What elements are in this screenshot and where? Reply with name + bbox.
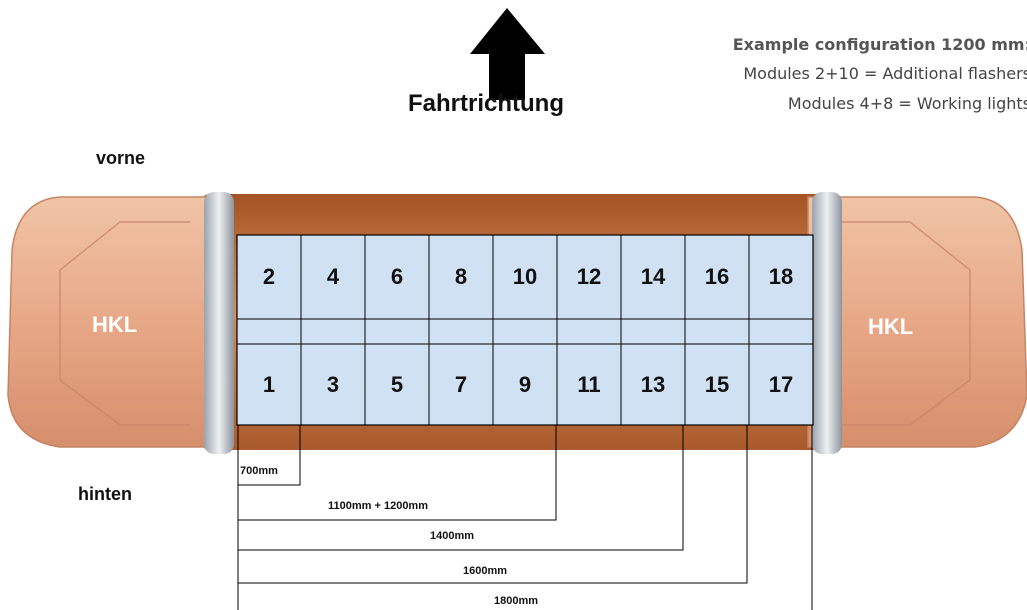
direction-heading: Fahrtrichtung bbox=[408, 90, 564, 117]
config-note-title: Example configuration 1200 mm: bbox=[732, 35, 1027, 54]
module-2: 2 bbox=[262, 264, 276, 289]
left-end-cap bbox=[7, 196, 223, 448]
module-3: 3 bbox=[326, 371, 340, 397]
hkl-right-label: HKL bbox=[868, 314, 914, 339]
rear-label: hinten bbox=[78, 484, 132, 504]
direction-arrow-icon bbox=[470, 8, 545, 100]
module-17: 17 bbox=[768, 371, 794, 397]
module-4: 4 bbox=[326, 264, 340, 289]
module-7: 7 bbox=[454, 371, 468, 397]
dimension-label-700: 700mm bbox=[240, 465, 278, 477]
module-15: 15 bbox=[704, 371, 730, 397]
module-18: 18 bbox=[768, 264, 794, 289]
right-end-cap bbox=[807, 196, 1027, 448]
module-12: 12 bbox=[576, 264, 602, 289]
module-9: 9 bbox=[518, 371, 532, 397]
module-10: 10 bbox=[512, 264, 538, 289]
module-14: 14 bbox=[640, 264, 666, 289]
module-5: 5 bbox=[390, 371, 404, 397]
dimension-label-1600: 1600mm bbox=[463, 565, 508, 577]
dimension-label-1100-1200: 1100mm + 1200mm bbox=[328, 500, 428, 512]
module-11: 11 bbox=[577, 371, 601, 397]
hkl-left-label: HKL bbox=[92, 312, 138, 337]
config-note-line-1: Modules 2+10 = Additional flashers bbox=[743, 64, 1027, 83]
module-13: 13 bbox=[640, 371, 666, 397]
dimension-label-1800: 1800mm bbox=[494, 595, 539, 607]
config-note-line-2: Modules 4+8 = Working lights bbox=[787, 94, 1027, 113]
module-1: 1 bbox=[262, 371, 276, 397]
module-16: 16 bbox=[704, 264, 730, 289]
module-8: 8 bbox=[454, 264, 468, 289]
front-label: vorne bbox=[96, 148, 146, 168]
dimension-label-1400: 1400mm bbox=[430, 530, 475, 542]
module-6: 6 bbox=[390, 264, 404, 289]
module-area bbox=[236, 234, 814, 426]
